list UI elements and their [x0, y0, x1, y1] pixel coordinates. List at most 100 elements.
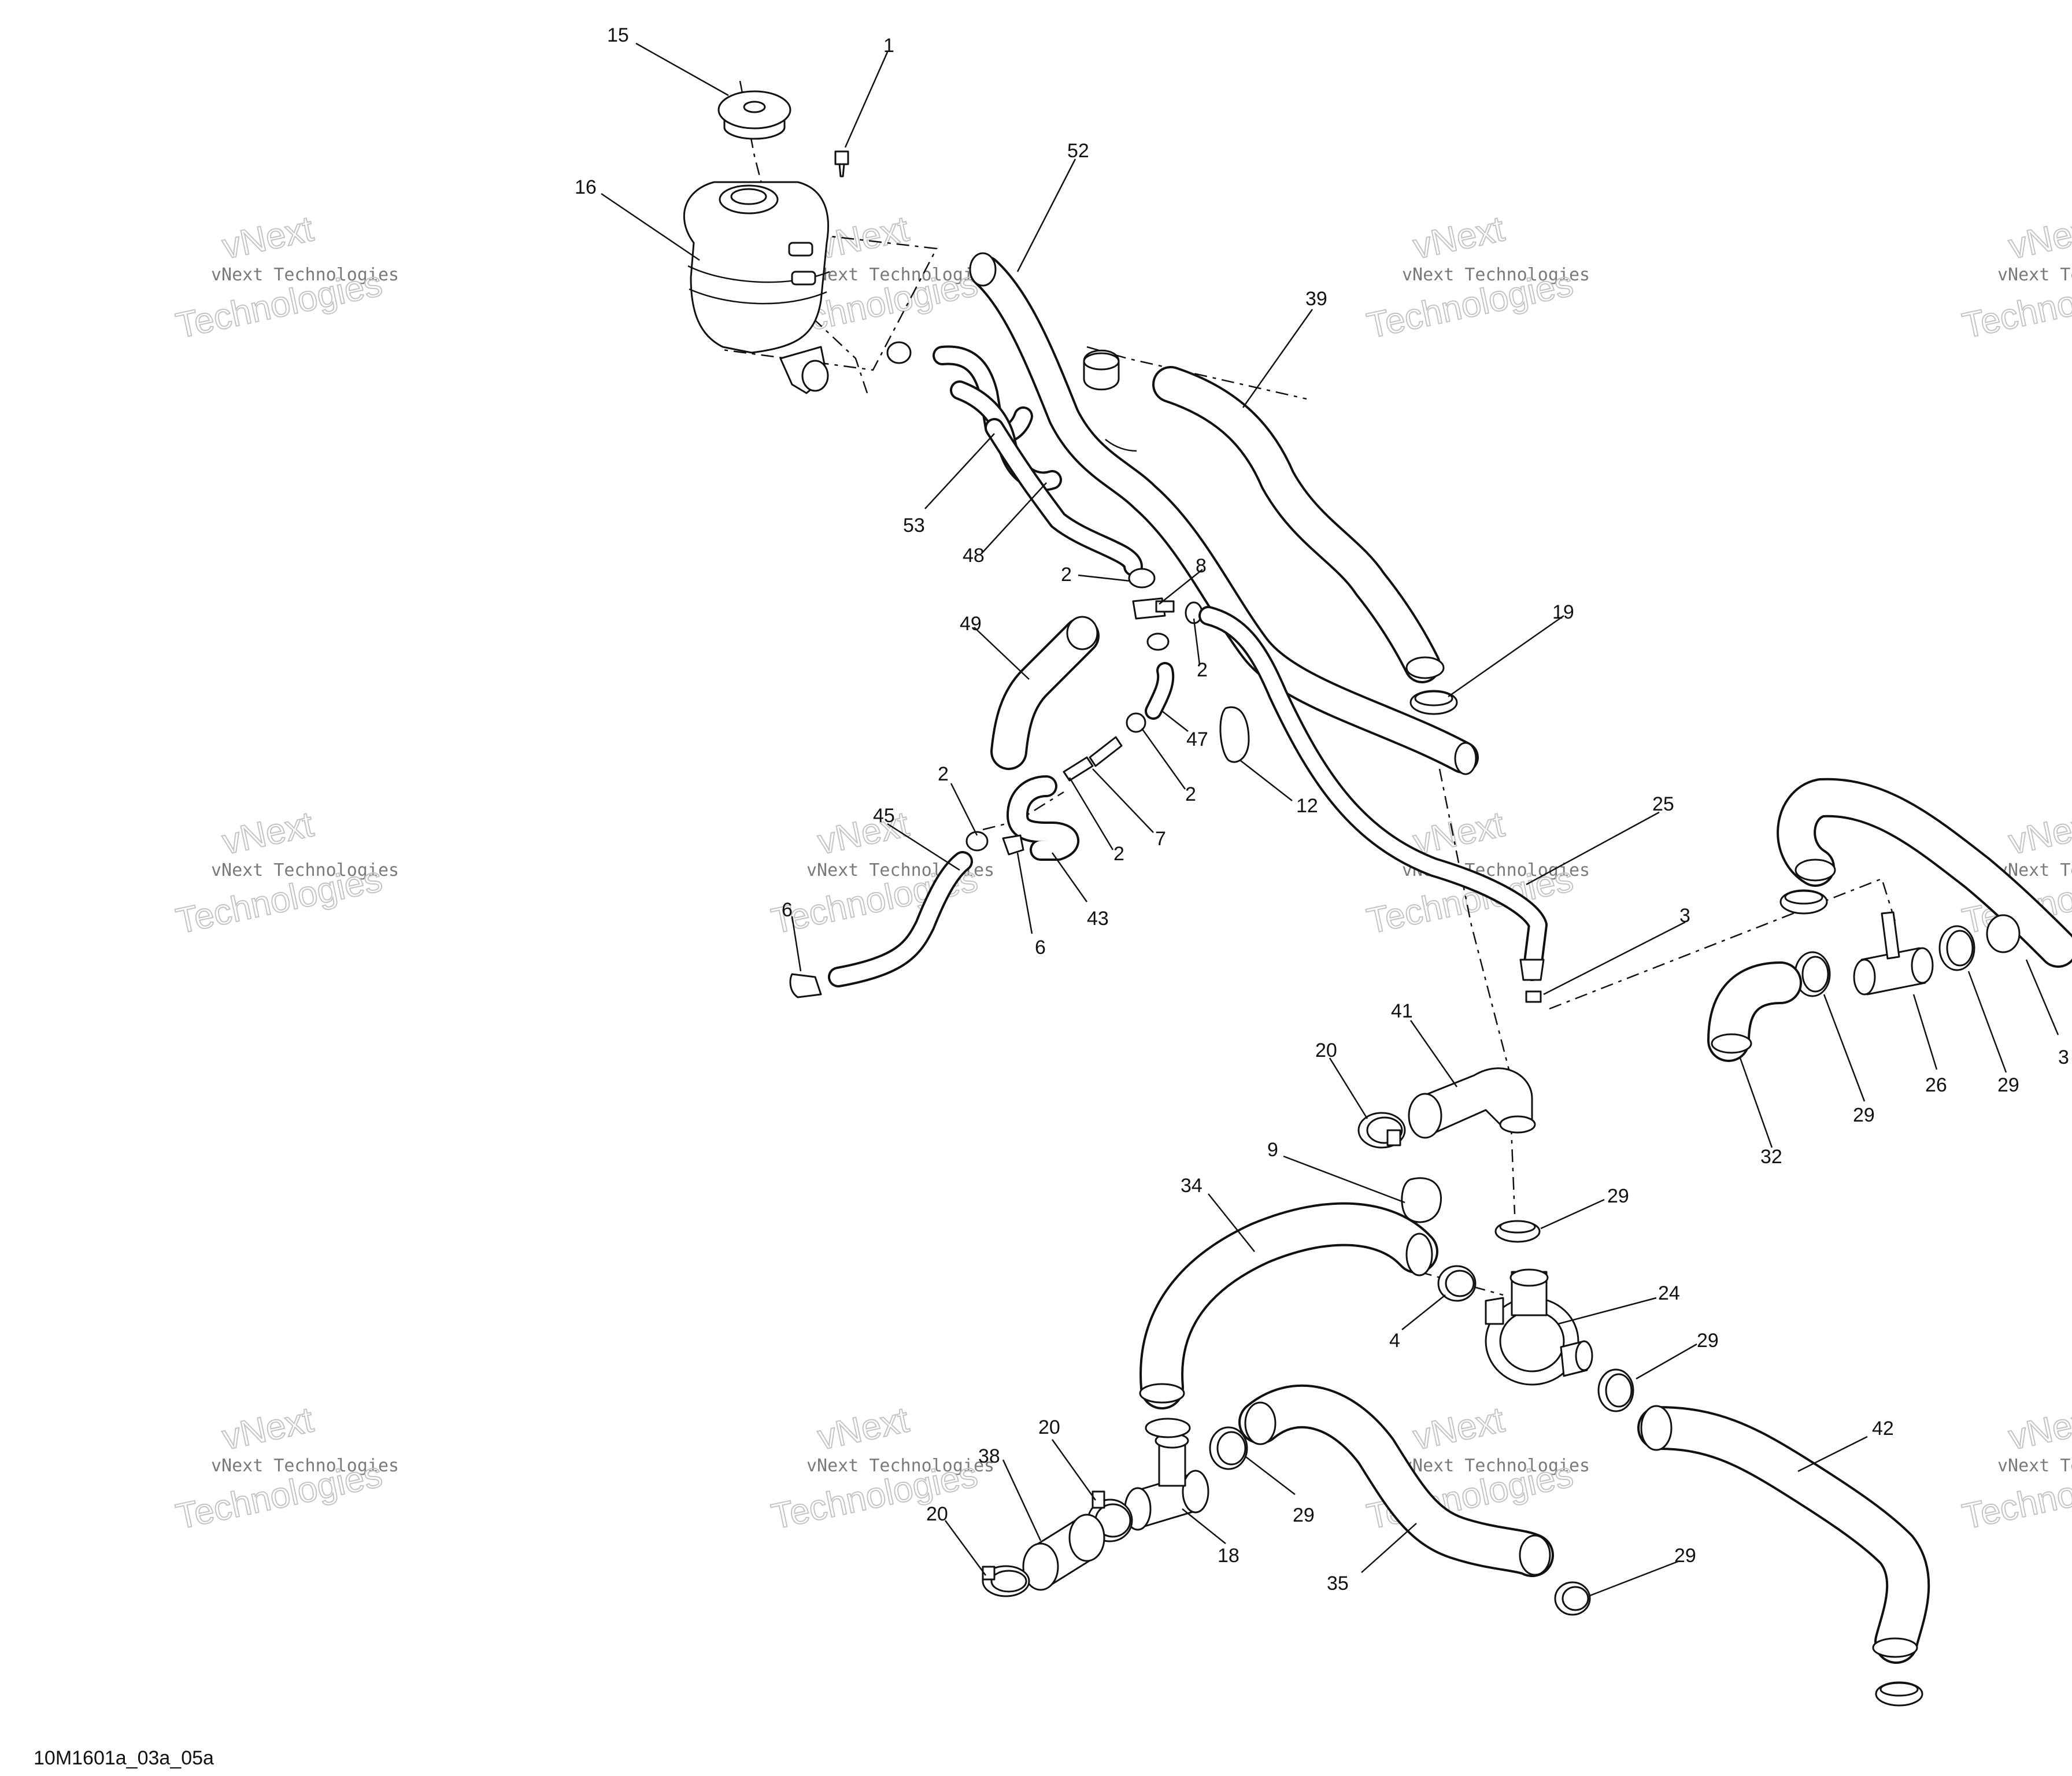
callout-20a: 20 — [1315, 1039, 1337, 1061]
hose-42 — [1637, 1405, 1930, 1664]
hose-clamp-29d — [1597, 1368, 1634, 1412]
hose-clamp-12 — [1219, 706, 1250, 763]
hose-49 — [990, 616, 1100, 770]
tee-fitting-8 — [1128, 568, 1203, 651]
callout-15: 15 — [607, 24, 629, 46]
callout-2b: 2 — [1197, 659, 1208, 681]
watermark-brand-top: vNext — [2006, 804, 2072, 862]
hose-35 — [1238, 1384, 1554, 1577]
hose-25 — [1198, 606, 1548, 981]
callout-45: 45 — [873, 805, 895, 827]
hose-clamp-29c — [1494, 1220, 1541, 1243]
hose-clamp-small — [886, 341, 912, 364]
hose-clamp-6-right — [1002, 834, 1024, 856]
drawing-code: 10M1601a_03a_05a — [34, 1747, 214, 1769]
callout-29b: 29 — [1997, 1074, 2019, 1096]
watermark-brand-top: vNext — [219, 1400, 317, 1457]
hose-clamp-20-left — [982, 1565, 1030, 1597]
hose-32 — [1707, 961, 1802, 1062]
callout-3: 3 — [1679, 905, 1690, 927]
watermark-brand-top: vNext — [219, 804, 317, 862]
callout-6b: 6 — [1035, 937, 1046, 959]
watermark-company: vNext Technologies — [1402, 1456, 1590, 1476]
hose-43 — [1007, 775, 1079, 861]
callout-38: 38 — [978, 1445, 1000, 1467]
callout-42: 42 — [1872, 1418, 1894, 1440]
coolant-tank — [683, 181, 830, 394]
hose-39 — [1152, 366, 1445, 683]
watermark-group: vNext vNext Technologies Technologies vN… — [172, 208, 2072, 1537]
watermark: vNext vNext Technologies Technologies — [172, 208, 399, 346]
callout-2d: 2 — [938, 763, 949, 785]
watermark-brand-top: vNext — [815, 804, 912, 862]
callout-8: 8 — [1196, 555, 1207, 577]
watermark: vNext vNext Technologies Technologies — [1959, 1399, 2072, 1537]
callout-6a: 6 — [782, 899, 793, 921]
hose-clamp-above-18 — [1145, 1418, 1191, 1438]
callout-39: 39 — [1305, 288, 1327, 310]
hose-48 — [985, 418, 1143, 576]
callout-16: 16 — [575, 176, 597, 198]
watermark-company: vNext Technologies — [806, 265, 994, 285]
callout-34: 34 — [1181, 1175, 1202, 1197]
callout-32: 32 — [1760, 1146, 1782, 1168]
thermostat-housing-24 — [1485, 1268, 1593, 1386]
callout-1: 1 — [883, 35, 894, 57]
watermark: vNext vNext Technologies Technologies — [1959, 208, 2072, 346]
watermark-company: vNext Technologies — [1402, 265, 1590, 285]
hose-clamp-29f — [1554, 1581, 1591, 1616]
connector-3 — [1525, 990, 1542, 1003]
callout-29f: 29 — [1674, 1545, 1696, 1567]
leader-lines — [601, 42, 2059, 1597]
callout-20c: 20 — [926, 1503, 948, 1525]
tee-fitting-18 — [1124, 1433, 1209, 1531]
hose-clamp-top — [1083, 349, 1120, 391]
alignment-line-bracket — [722, 230, 938, 371]
hose-38 — [1022, 1514, 1105, 1591]
hose-clamp-29e — [1209, 1426, 1248, 1470]
callout-25: 25 — [1652, 793, 1674, 815]
hose-clamp-19 — [1409, 690, 1458, 715]
watermark-company: vNext Technologies — [211, 265, 399, 285]
callout-47: 47 — [1186, 728, 1208, 750]
hose-clamp-29b — [1938, 925, 1975, 971]
callout-2c: 2 — [1185, 783, 1196, 805]
watermark-company: vNext Technologies — [211, 860, 399, 880]
hose-clamp-20-mid — [1357, 1112, 1406, 1149]
tee-fitting-26 — [1853, 911, 1934, 996]
callout-43: 43 — [1087, 908, 1109, 930]
watermark-brand-top: vNext — [1410, 209, 1508, 267]
hose-34 — [1139, 1202, 1438, 1409]
hose-right-upper — [1777, 778, 2072, 968]
callout-29e: 29 — [1293, 1504, 1315, 1526]
hose-clamp-6-left — [789, 973, 822, 998]
hose-clamp-29a — [1794, 951, 1831, 997]
hose-47 — [1145, 662, 1175, 720]
watermark-brand-top: vNext — [1410, 1400, 1508, 1457]
callout-4: 4 — [1389, 1330, 1400, 1352]
callout-18: 18 — [1218, 1545, 1240, 1567]
elbow-41 — [1408, 1067, 1536, 1139]
callout-53: 53 — [903, 515, 925, 536]
watermark: vNext vNext Technologies Technologies — [172, 1399, 399, 1537]
watermark-brand-top: vNext — [2006, 209, 2072, 267]
watermark-company: vNext Technologies — [1997, 265, 2072, 285]
hose-clamp-20-lower — [1087, 1490, 1133, 1542]
callout-2a: 2 — [1061, 564, 1072, 586]
callout-48: 48 — [963, 545, 985, 567]
callout-52: 52 — [1067, 140, 1089, 162]
hose-clamp-4 — [1437, 1265, 1477, 1302]
watermark-company: vNext Technologies — [1997, 1456, 2072, 1476]
callout-29d: 29 — [1697, 1330, 1719, 1352]
callout-2e: 2 — [1113, 843, 1124, 865]
callout-9: 9 — [1267, 1139, 1278, 1161]
alignment-line-right — [1549, 878, 1897, 1010]
callout-labels: 15 1 52 16 39 53 48 2 8 2 19 49 47 2 12 … — [575, 24, 2069, 1594]
callout-29a: 29 — [1853, 1104, 1875, 1126]
hose-clamp-9 — [1401, 1177, 1442, 1223]
callout-26: 26 — [1925, 1074, 1947, 1096]
watermark-company: vNext Technologies — [211, 1456, 399, 1476]
watermark-brand-top: vNext — [815, 209, 912, 267]
hose-clamp-right-top — [1779, 889, 1828, 915]
